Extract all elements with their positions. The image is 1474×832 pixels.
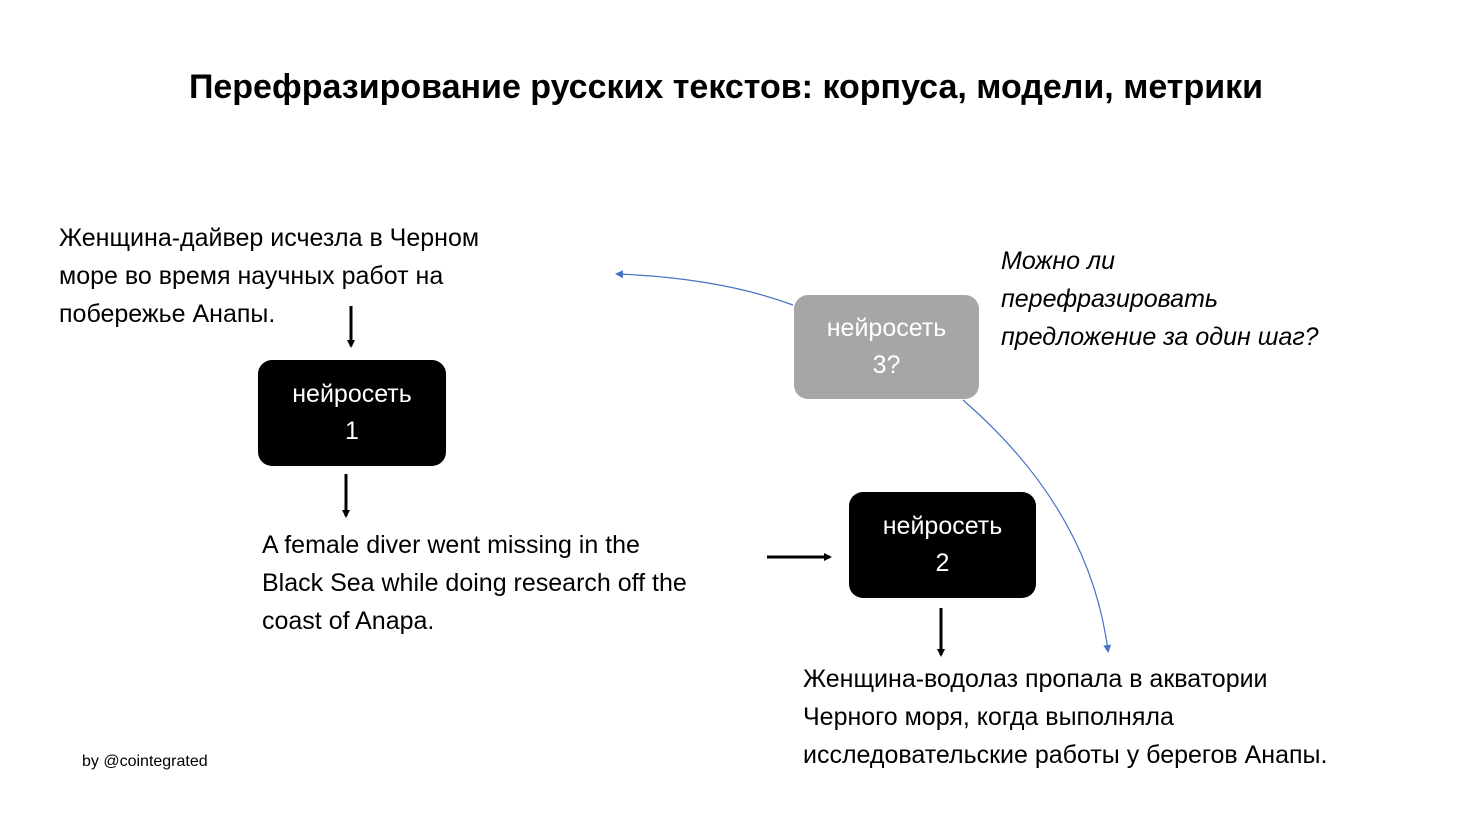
node-number: 2 (935, 549, 950, 577)
text-line: coast of Anapa. (262, 607, 435, 635)
source-sentence: Женщина-дайвер исчезла в Черном море во … (59, 219, 479, 333)
text-line: Черного моря, когда выполняла (803, 703, 1174, 731)
text-line: побережье Анапы. (59, 300, 276, 328)
node-label: нейросеть (826, 314, 947, 342)
node-label: нейросеть (882, 512, 1003, 540)
slide-title: Перефразирование русских текстов: корпус… (188, 68, 1264, 106)
text-line: Женщина-водолаз пропала в акватории (803, 665, 1268, 693)
text-line: Можно ли (1001, 247, 1115, 275)
node-neural-net-2: нейросеть 2 (849, 492, 1036, 598)
node-neural-net-1: нейросеть 1 (258, 360, 446, 466)
text-line: Женщина-дайвер исчезла в Черном (59, 224, 480, 252)
paraphrase-sentence: Женщина-водолаз пропала в акватории Черн… (803, 660, 1327, 774)
text-line: исследовательские работы у берегов Анапы… (803, 741, 1328, 769)
text-line: A female diver went missing in the (262, 531, 640, 559)
text-line: море во время научных работ на (59, 262, 444, 290)
node-number: 1 (345, 417, 359, 445)
curved-arrow-icon (615, 270, 794, 306)
translation-sentence: A female diver went missing in the Black… (262, 526, 687, 640)
node-neural-net-3: нейросеть 3? (794, 295, 979, 399)
node-label: нейросеть (292, 380, 412, 408)
author-credit: by @cointegrated (82, 753, 208, 770)
text-line: предложение за один шаг? (1001, 323, 1319, 351)
curved-arrow-icon (962, 399, 1112, 653)
node-number: 3? (872, 351, 901, 379)
text-line: Black Sea while doing research off the (262, 569, 687, 597)
question-text: Можно ли перефразировать предложение за … (1001, 242, 1319, 356)
text-line: перефразировать (1001, 285, 1219, 313)
